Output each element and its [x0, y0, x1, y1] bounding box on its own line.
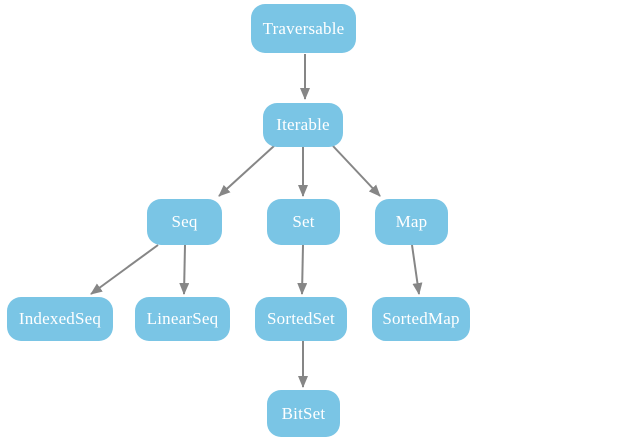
edge-set-to-sortedset: [297, 244, 308, 295]
node-bitset: BitSet: [267, 390, 340, 437]
edge-seq-to-linearseq: [179, 244, 190, 295]
edge-seq-to-indexedseq: [90, 244, 159, 295]
node-sortedmap: SortedMap: [372, 297, 470, 341]
node-label: IndexedSeq: [18, 309, 102, 328]
node-set: Set: [267, 199, 340, 245]
node-label: Seq: [171, 212, 198, 231]
node-label: Map: [395, 212, 428, 231]
edge-iterable-to-seq: [218, 145, 275, 197]
node-sortedset: SortedSet: [255, 297, 347, 341]
node-label: Set: [292, 212, 315, 231]
node-linearseq: LinearSeq: [135, 297, 230, 341]
edge-iterable-to-map: [332, 145, 381, 197]
node-label: SortedSet: [267, 309, 335, 328]
node-seq: Seq: [147, 199, 222, 245]
node-iterable: Iterable: [263, 103, 343, 147]
node-label: LinearSeq: [146, 309, 219, 328]
node-label: Traversable: [262, 18, 345, 38]
node-label: Iterable: [276, 115, 330, 134]
edge-map-to-sortedmap: [411, 244, 423, 295]
node-map: Map: [375, 199, 448, 245]
node-indexedseq: IndexedSeq: [7, 297, 113, 341]
node-label: BitSet: [281, 403, 326, 423]
node-label: SortedMap: [382, 309, 460, 328]
node-traversable: Traversable: [251, 4, 356, 53]
